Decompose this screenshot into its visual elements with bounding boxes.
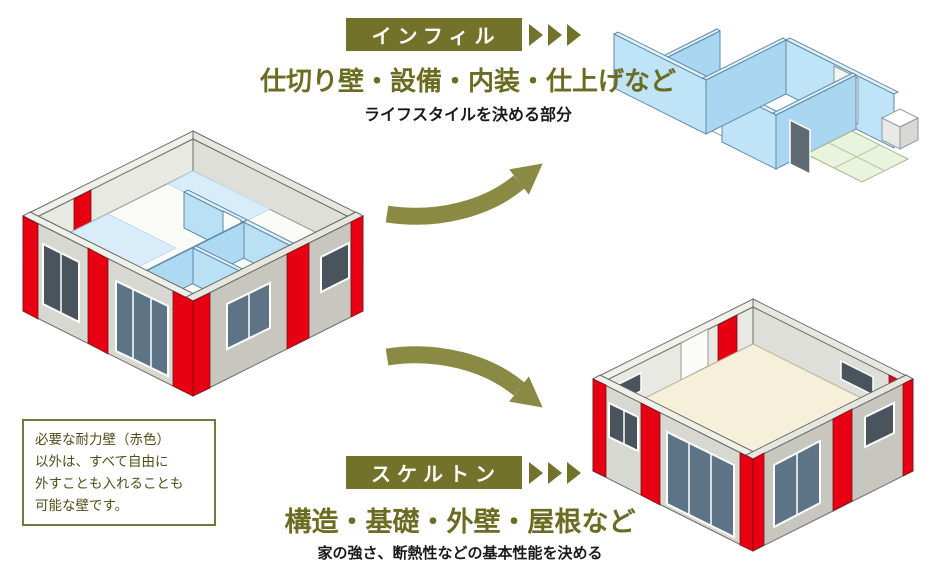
- arrow-to-skeleton-icon: [385, 346, 543, 408]
- tatami-floor: [804, 130, 910, 183]
- chevron-right-icon: [529, 23, 543, 46]
- full-house-windows: [42, 241, 350, 378]
- load-bearing-wall-strips: [592, 378, 914, 552]
- skeleton-chevrons: [529, 456, 581, 489]
- skeleton-windows: [608, 401, 895, 539]
- infill-title: 仕切り壁・設備・内装・仕上げなど: [259, 66, 676, 96]
- note-line: 可能な壁です。: [35, 497, 129, 513]
- note-line: 以外は、すべて自由に: [35, 453, 169, 469]
- interior-door-panel: [789, 118, 811, 176]
- infill-badge: インフィル: [346, 18, 522, 51]
- infill-chevrons: [529, 18, 581, 51]
- skeleton-badge: スケルトン: [346, 456, 522, 489]
- infill-caption: ライフスタイルを決める部分: [363, 107, 572, 124]
- chevron-right-icon: [548, 461, 562, 484]
- load-bearing-wall-note: 必要な耐力壁（赤色） 以外は、すべて自由に 外すことも入れることも 可能な壁です…: [22, 419, 216, 527]
- skeleton-title: 構造・基礎・外壁・屋根など: [284, 507, 636, 537]
- skeleton-illustration: [591, 298, 915, 552]
- infill-partition-walls: [612, 28, 900, 170]
- note-line: 必要な耐力壁（赤色）: [35, 432, 170, 447]
- chevron-right-icon: [548, 23, 562, 46]
- chevron-right-icon: [567, 461, 581, 484]
- chevron-right-icon: [567, 23, 581, 46]
- chevron-right-icon: [529, 461, 543, 484]
- full-house-back-walls: [22, 130, 364, 257]
- full-house-illustration: [21, 130, 365, 397]
- skeleton-caption: 家の強さ、断熱性などの基本性能を決める: [317, 545, 603, 562]
- note-line: 外すことも入れることも: [35, 475, 184, 491]
- arrow-to-infill-icon: [385, 163, 543, 225]
- load-bearing-wall-strips: [22, 215, 364, 397]
- cabinet-box: [880, 108, 920, 150]
- infill-illustration: [612, 28, 920, 183]
